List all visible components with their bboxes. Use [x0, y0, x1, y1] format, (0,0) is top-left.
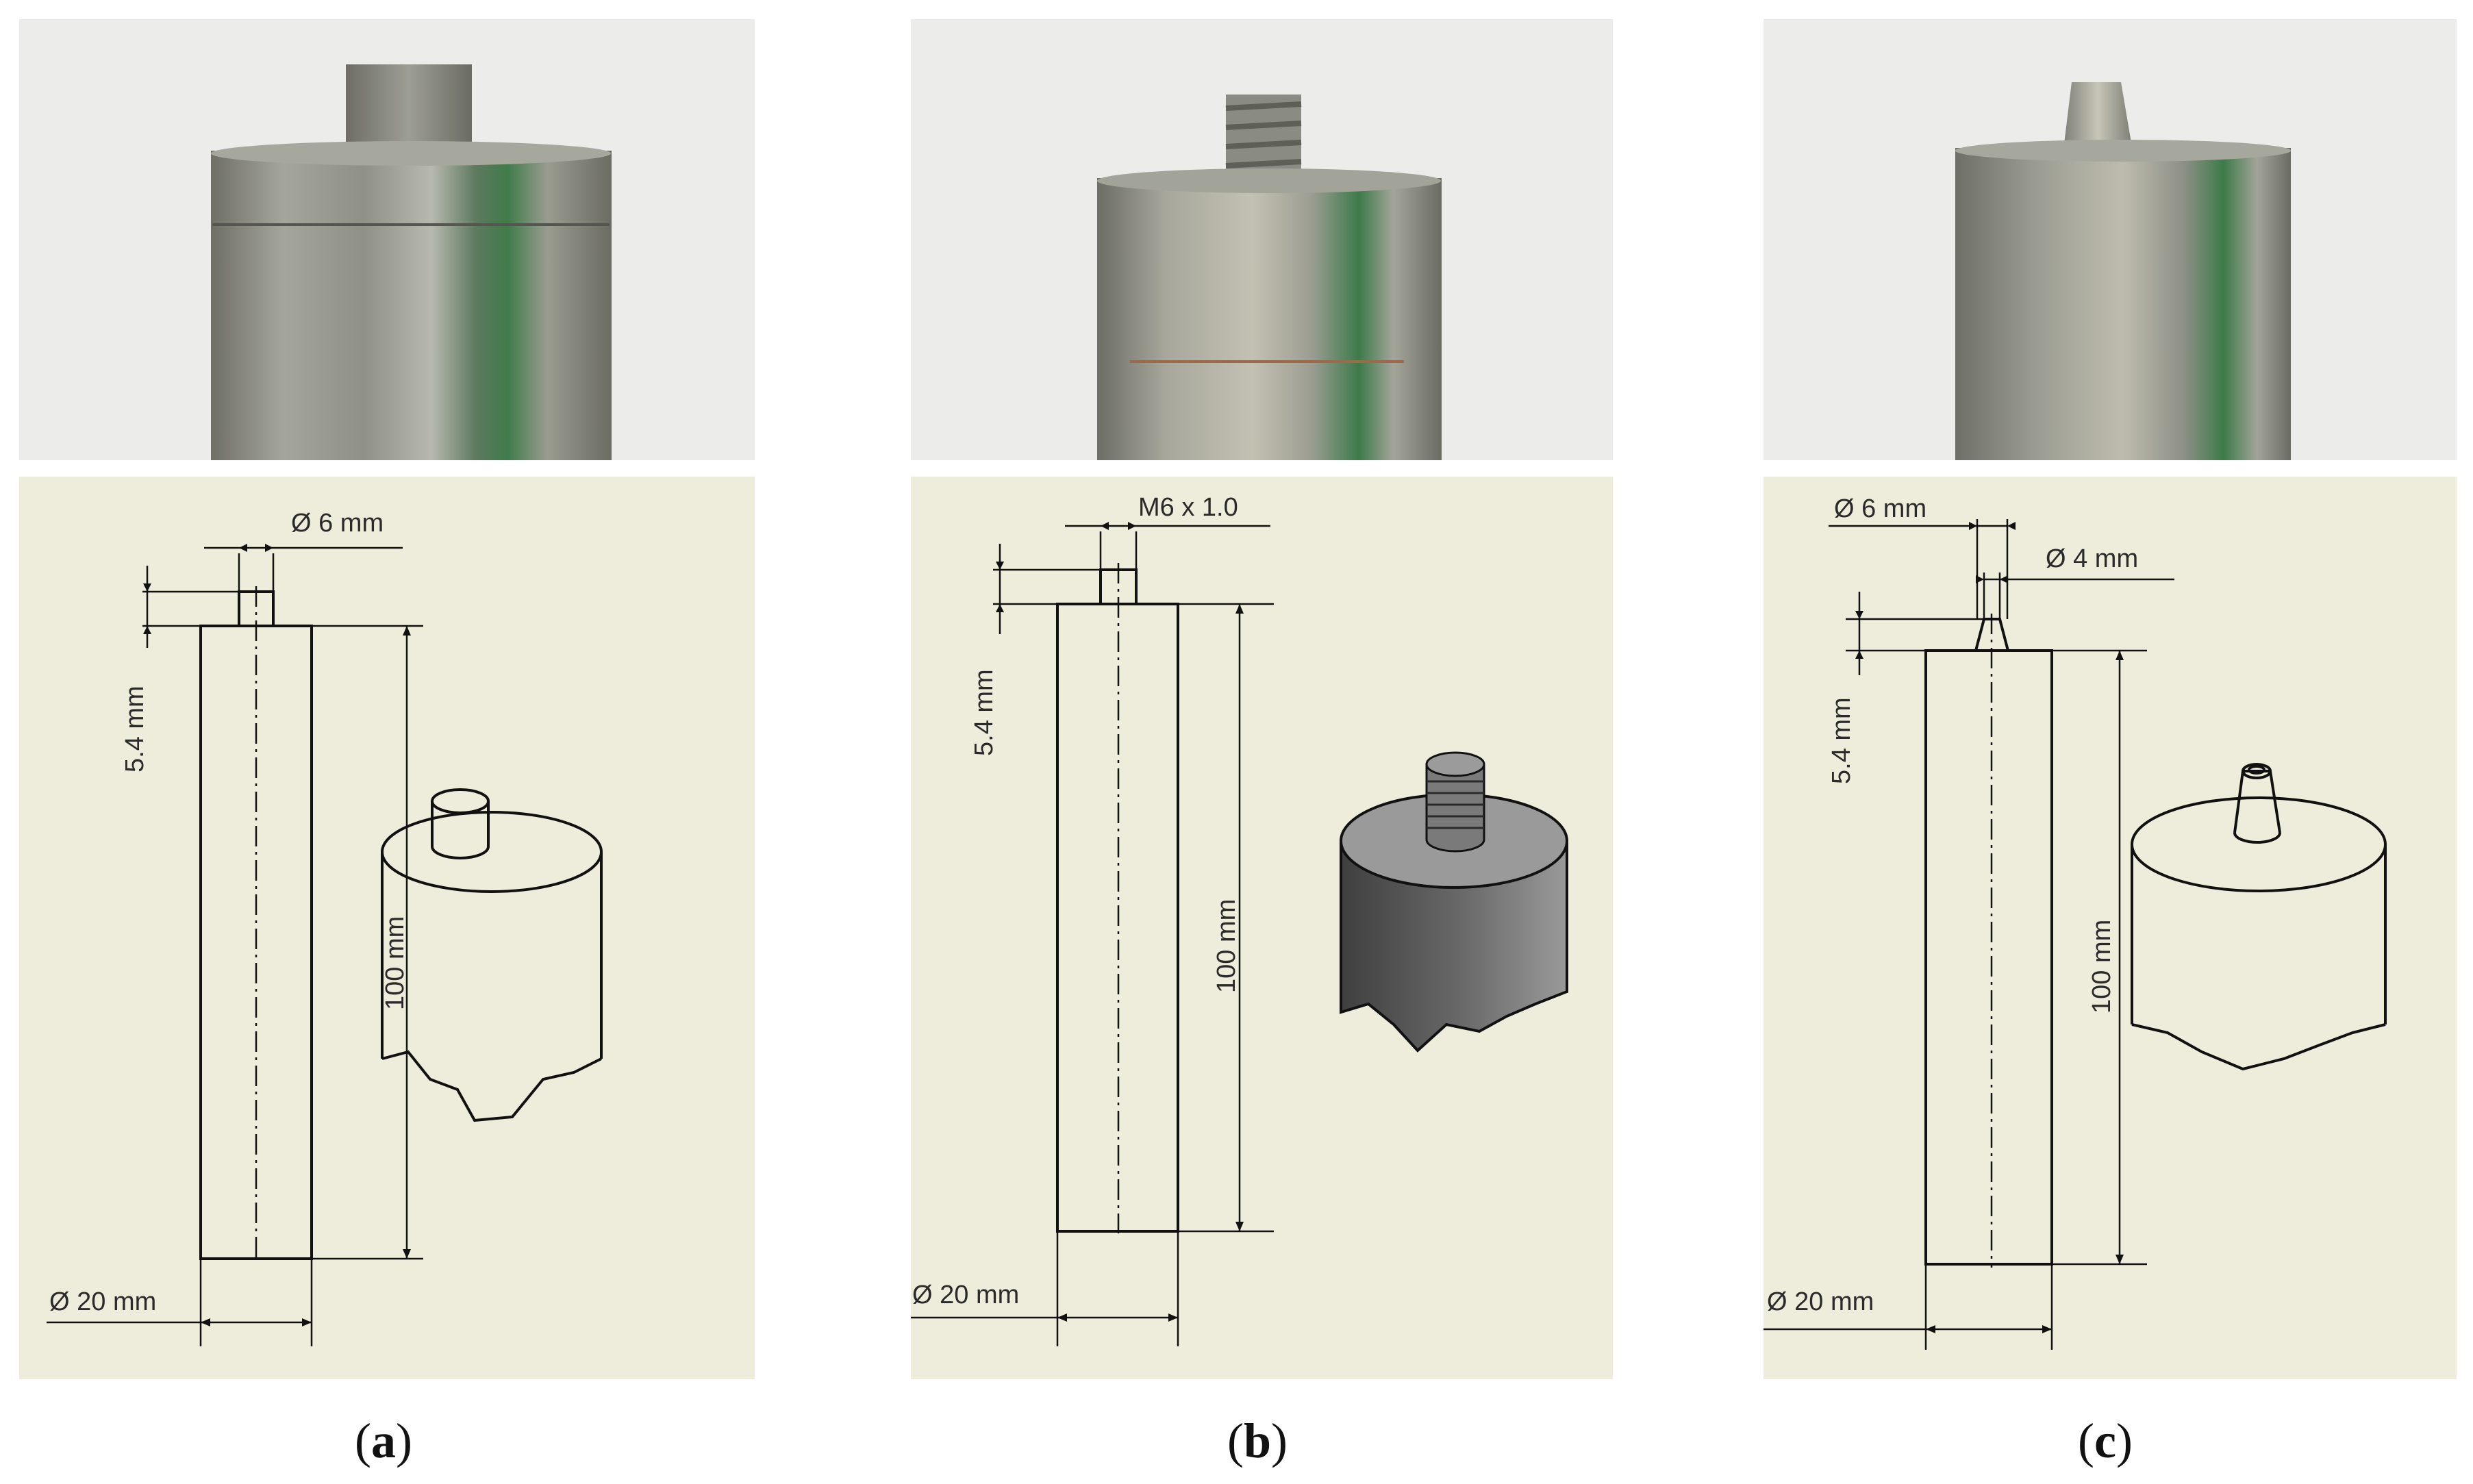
- photo-c: [1763, 19, 2457, 460]
- panel-b-tip-height-label: 5.4 mm: [970, 669, 999, 756]
- caption-b: (b): [1227, 1413, 1288, 1468]
- panel-c-tip-height-label: 5.4 mm: [1827, 697, 1856, 784]
- iso-sketch-b: [1340, 751, 1568, 1053]
- body-outline: [1924, 649, 2053, 1266]
- panel-c-body-diameter-label: Ø 20 mm: [1767, 1287, 1874, 1316]
- caption-c: (c): [2078, 1413, 2133, 1468]
- photo-b: [911, 19, 1613, 460]
- panel-b-body-diameter-label: Ø 20 mm: [912, 1281, 1020, 1309]
- drawing-b: [911, 477, 1613, 1379]
- drawing-c: [1763, 477, 2457, 1379]
- photo-a: [19, 19, 755, 460]
- drawing-a: [19, 477, 755, 1379]
- iso-sketch-c: [2131, 763, 2387, 1071]
- iso-sketch-a: [381, 788, 603, 1122]
- panel-c-length-label: 100 mm: [2087, 919, 2116, 1014]
- panel-a-tip-diameter-label: Ø 6 mm: [291, 509, 384, 538]
- panel-b-length-label: 100 mm: [1212, 898, 1241, 993]
- panel-a-tip-height-label: 5.4 mm: [121, 686, 149, 772]
- panel-a-length-label: 100 mm: [381, 916, 410, 1010]
- panel-c-tip-diameter-top-label: Ø 6 mm: [1834, 494, 1927, 523]
- panel-b-thread-label: M6 x 1.0: [1138, 493, 1238, 522]
- caption-a: (a): [355, 1413, 412, 1468]
- panel-a-body-diameter-label: Ø 20 mm: [49, 1287, 157, 1316]
- panel-c-tip-diameter-bottom-label: Ø 4 mm: [2046, 544, 2139, 573]
